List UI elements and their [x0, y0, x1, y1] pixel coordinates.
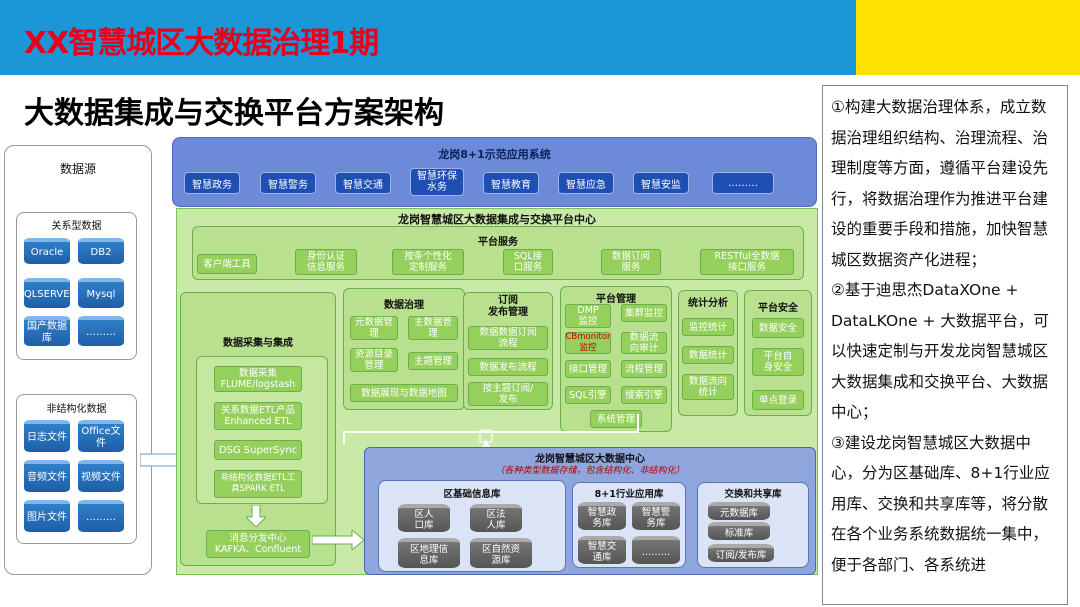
source-office-files: Office文件: [78, 420, 124, 452]
stats-monitor: 监控统计: [682, 318, 734, 336]
manage-system: 系统管理: [590, 410, 642, 428]
message-center: 消息分发中心 KAFKA、Confluent: [206, 530, 310, 558]
platform-title: 龙岗智慧城区大数据集成与交换平台中心: [398, 213, 596, 226]
gov-datamap: 数据展现与数据地图: [350, 384, 458, 402]
app-env: 智慧环保水务: [410, 168, 464, 196]
manage-title: 平台管理: [596, 294, 636, 305]
industry-db-title: 8+1行业应用库: [594, 489, 664, 500]
publish-by-topic: 按主题订阅/发布: [468, 382, 548, 406]
data-sources-title: 数据源: [59, 162, 96, 176]
security-sso: 单点登录: [752, 390, 804, 410]
source-db2: DB2: [78, 238, 124, 264]
header-bar: [0, 0, 856, 75]
collect-enhanced-etl: 关系数据ETL产品Enhanced ETL: [214, 402, 302, 430]
collect-title: 数据采集与集成: [223, 338, 293, 349]
source-image-files: 图片文件: [24, 500, 70, 532]
manage-cbmonitor: CBmonitor监控: [565, 332, 611, 354]
description-panel: ①构建大数据治理体系，成立数据治理组织结构、治理流程、治理制度等方面，遵循平台建…: [822, 85, 1068, 605]
db-gov: 智慧政务库: [578, 502, 626, 530]
app-traffic: 智慧交通: [335, 172, 391, 194]
data-center-subtitle: （各种类型数据存储，包含结构化、非结构化）: [495, 466, 685, 476]
relational-title: 关系型数据: [51, 221, 102, 232]
source-mysql: Mysql: [78, 278, 124, 308]
mq-to-center-arrow: [312, 530, 364, 550]
db-geo: 区地理信息库: [398, 538, 460, 568]
description-text: ①构建大数据治理体系，成立数据治理组织结构、治理流程、治理制度等方面，遵循平台建…: [831, 98, 1050, 574]
app-police: 智慧警务: [260, 172, 316, 194]
stats-title: 统计分析: [688, 298, 728, 309]
collect-spark-etl: 非结构化数据ETL工具SPARK ETL: [214, 470, 302, 498]
app-gov: 智慧政务: [184, 172, 240, 194]
exchange-db-title: 交换和共享库: [724, 489, 782, 500]
manage-dmp: DMP监控: [565, 304, 611, 328]
manage-interface: 接口管理: [565, 360, 611, 378]
app-edu: 智慧教育: [483, 172, 539, 194]
services-title: 平台服务: [478, 237, 518, 248]
header-accent: [856, 0, 1080, 75]
apps-title: 龙岗8+1示范应用系统: [438, 148, 551, 161]
db-more: ………: [632, 536, 680, 564]
db-subscription: 订阅/发布库: [708, 544, 774, 562]
security-data: 数据安全: [752, 318, 804, 338]
slide-title: XX智慧城区大数据治理1期: [24, 26, 379, 61]
unstructured-title: 非结构化数据: [46, 404, 107, 415]
db-population: 区人口库: [398, 504, 450, 532]
service-restful: RESTful全数据接口服务: [700, 249, 794, 275]
collect-supersync: DSG SuperSync: [214, 440, 302, 460]
manage-cluster: 集群监控: [621, 304, 667, 322]
db-standard: 标准库: [708, 522, 770, 540]
service-custom: 按条个性化定制服务: [392, 249, 464, 275]
flow-connectors: [343, 414, 639, 450]
publish-subscribe-flow: 数据数据订阅流程: [468, 326, 548, 350]
source-more: ………: [78, 316, 124, 346]
source-sqlserver: SQLSERVER: [18, 278, 76, 308]
publish-flow: 数据发布流程: [468, 358, 548, 376]
app-emergency: 智慧应急: [558, 172, 614, 194]
gov-metadata: 元数据管理: [350, 316, 398, 340]
db-legal-person: 区法人库: [470, 504, 522, 532]
app-more: ………: [712, 172, 774, 194]
service-client-tool: 客户端工具: [197, 254, 257, 274]
base-db-title: 区基础信息库: [443, 489, 501, 500]
db-traffic: 智慧交通库: [578, 536, 626, 564]
source-video-files: 视频文件: [78, 460, 124, 492]
source-audio-files: 音频文件: [24, 460, 70, 492]
service-auth: 身份认证信息服务: [295, 249, 357, 275]
service-subscribe: 数据订阅服务: [601, 249, 661, 275]
slide-subtitle: 大数据集成与交换平台方案架构: [24, 96, 444, 131]
collect-down-arrow: [246, 505, 266, 527]
db-natural-resource: 区自然资源库: [470, 538, 532, 568]
app-safety: 智慧安监: [633, 172, 689, 194]
gov-topic: 主题管理: [408, 352, 458, 370]
publish-title: 订阅 发布管理: [488, 295, 528, 318]
db-metadata: 元数据库: [708, 502, 770, 520]
gov-masterdata: 主数据管理: [408, 316, 458, 340]
manage-search-engine: 搜索引擎: [621, 386, 667, 404]
security-self: 平台自身安全: [752, 348, 804, 376]
gov-catalog: 资源目录管理: [350, 348, 398, 372]
stats-data: 数据统计: [682, 346, 734, 364]
data-center-title: 龙岗智慧城区大数据中心: [535, 454, 645, 465]
collect-flume: 数据采集FLUME/logstash: [214, 366, 302, 392]
manage-process: 流程管理: [621, 360, 667, 378]
security-title: 平台安全: [758, 303, 798, 314]
source-log-files: 日志文件: [24, 420, 70, 452]
db-police: 智慧警务库: [632, 502, 680, 530]
manage-audit: 数据流向审计: [621, 332, 667, 354]
manage-sql-engine: SQL引擎: [565, 386, 611, 404]
governance-title: 数据治理: [384, 300, 424, 311]
stats-flow: 数据流向统计: [682, 374, 734, 400]
source-oracle: Oracle: [24, 238, 70, 264]
service-sql: SQL接口服务: [503, 249, 553, 275]
source-domestic-db: 国产数据库: [24, 316, 70, 346]
source-more-files: ………: [78, 500, 124, 532]
